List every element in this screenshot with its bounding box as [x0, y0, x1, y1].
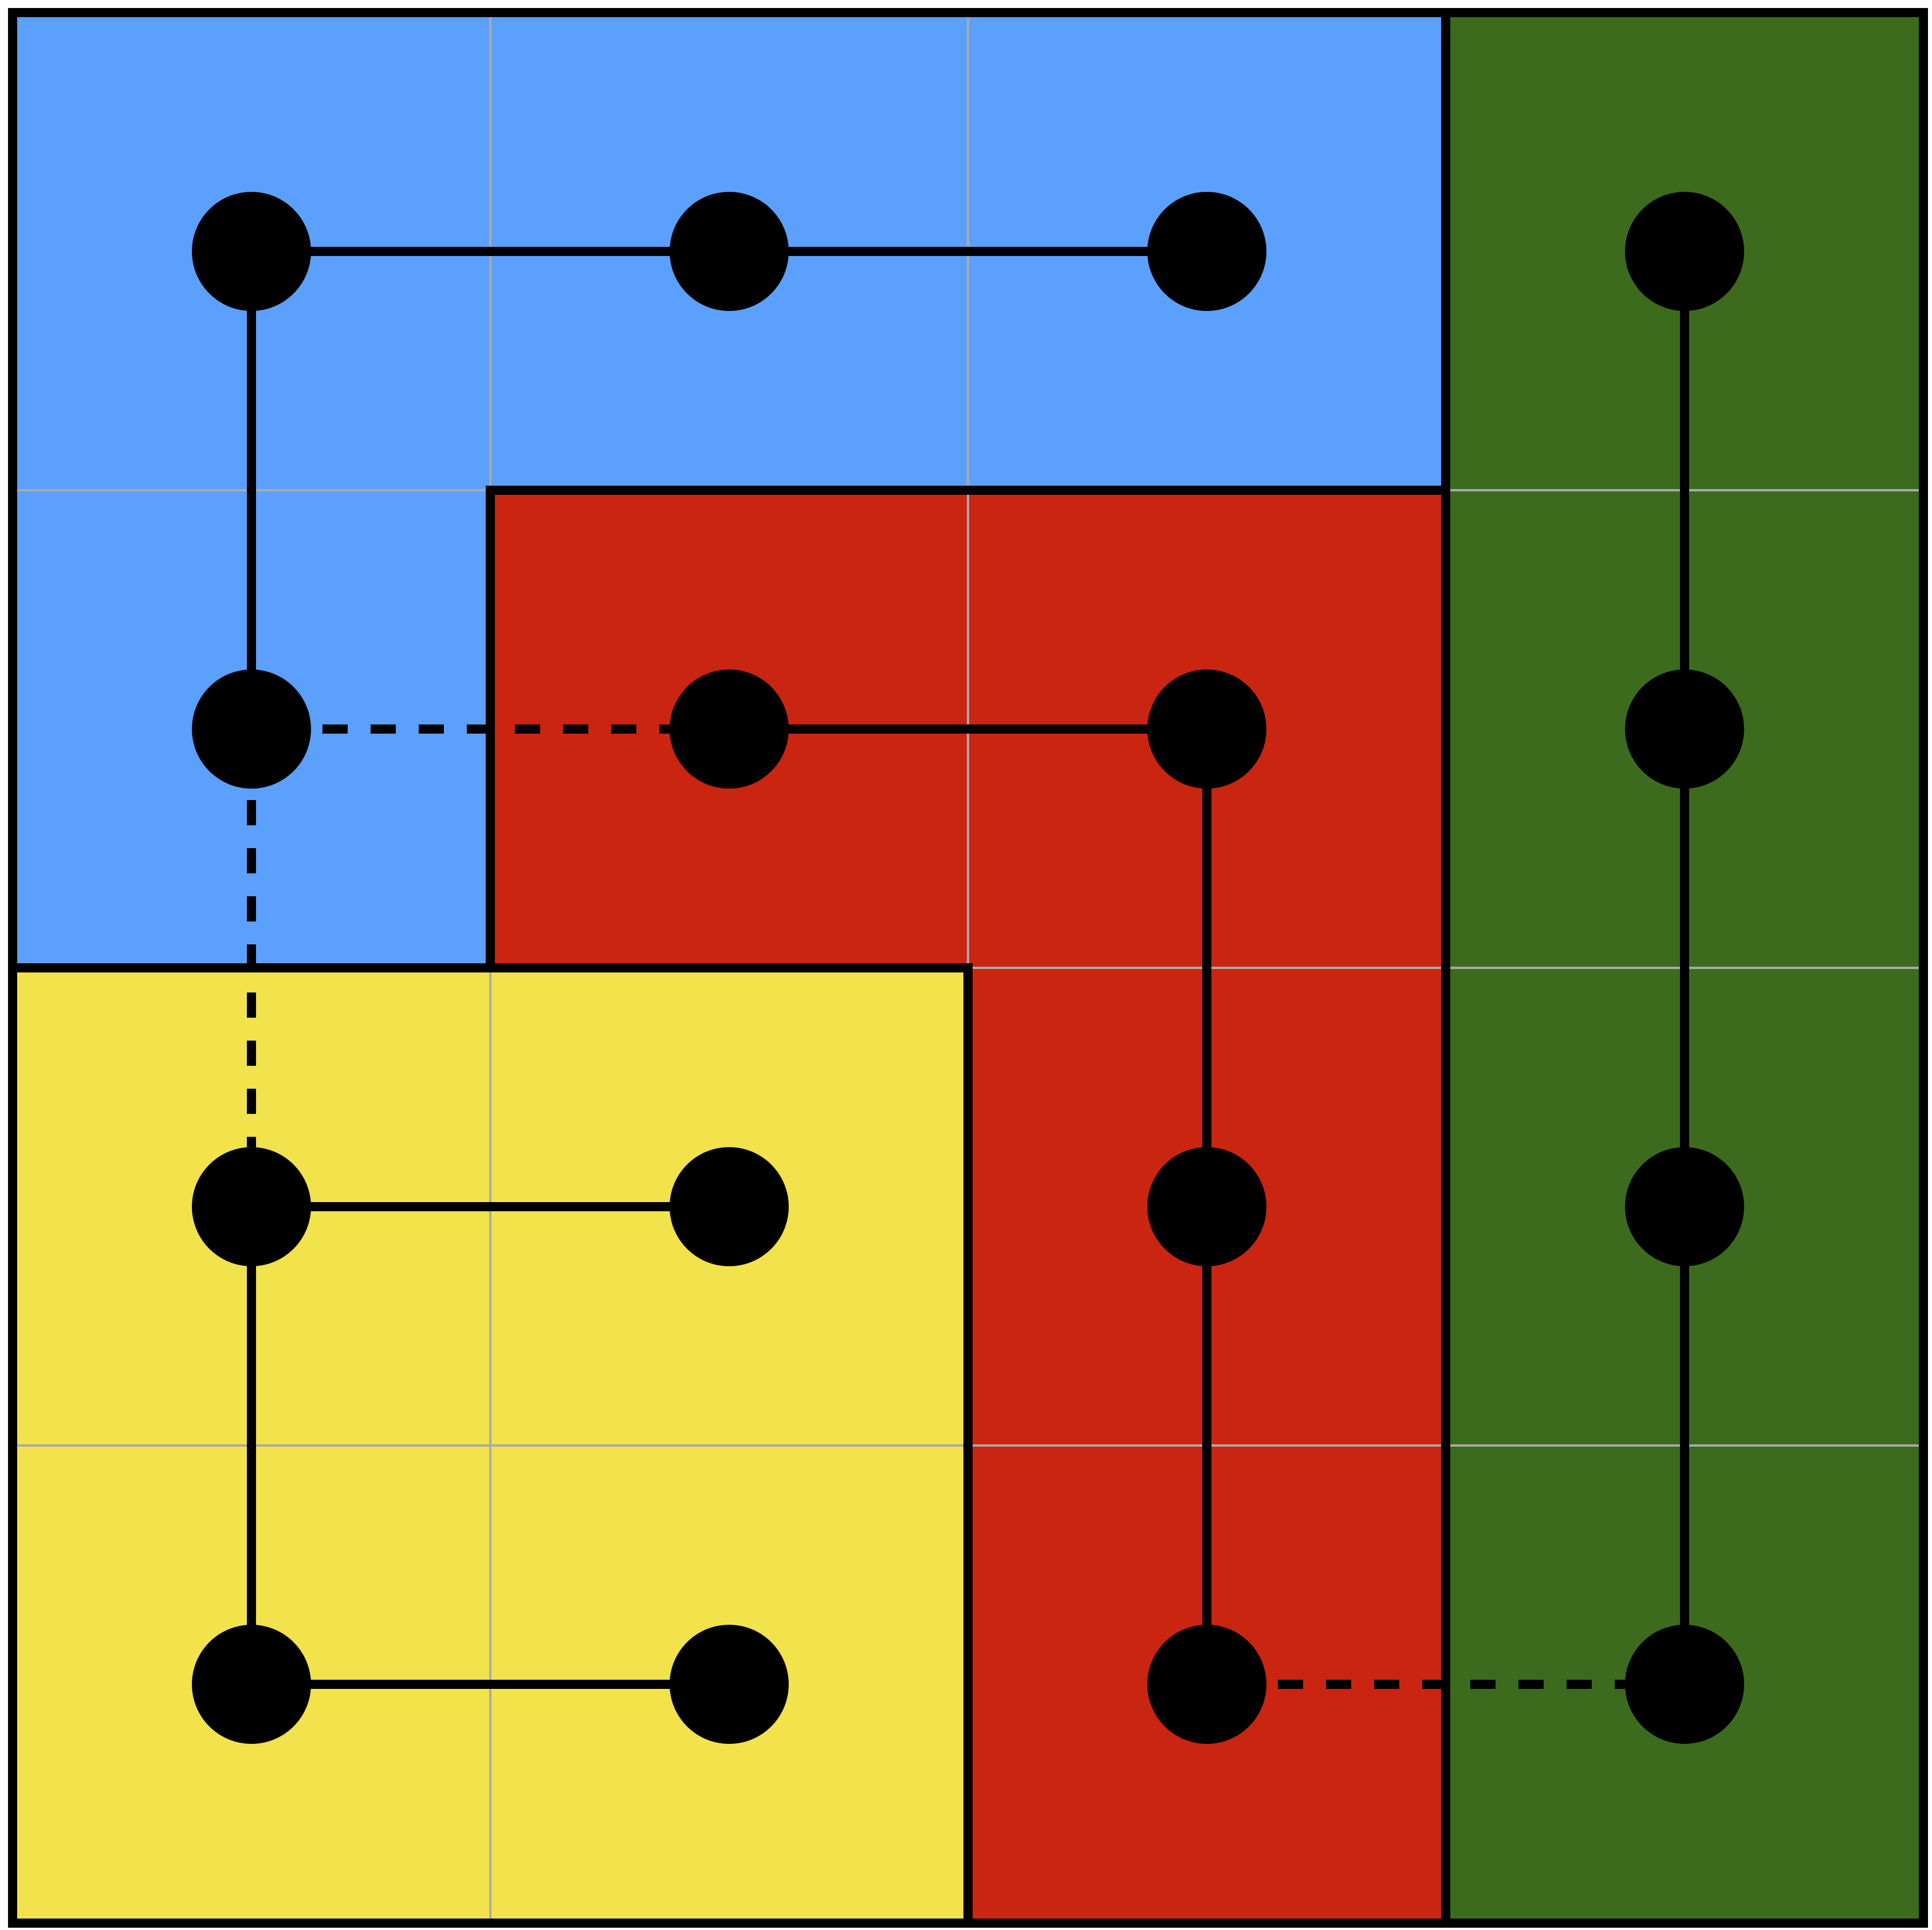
node-r1-c1[interactable] — [670, 669, 789, 789]
board-outer-border — [8, 8, 1928, 1928]
node-r2-c1[interactable] — [670, 1147, 789, 1266]
node-r0-c0[interactable] — [192, 192, 311, 311]
node-r1-c3[interactable] — [1625, 669, 1744, 789]
node-r3-c1[interactable] — [670, 1625, 789, 1744]
node-r3-c3[interactable] — [1625, 1625, 1744, 1744]
node-r3-c0[interactable] — [192, 1625, 311, 1744]
node-r0-c3[interactable] — [1625, 192, 1744, 311]
node-r0-c1[interactable] — [670, 192, 789, 311]
nodes-layer — [192, 192, 1744, 1744]
node-r2-c3[interactable] — [1625, 1147, 1744, 1266]
node-r3-c2[interactable] — [1147, 1625, 1266, 1744]
node-r1-c2[interactable] — [1147, 669, 1266, 789]
node-r2-c2[interactable] — [1147, 1147, 1266, 1266]
node-r1-c0[interactable] — [192, 669, 311, 789]
connections-layer — [247, 247, 1689, 1689]
node-r0-c2[interactable] — [1147, 192, 1266, 311]
node-r2-c0[interactable] — [192, 1147, 311, 1266]
